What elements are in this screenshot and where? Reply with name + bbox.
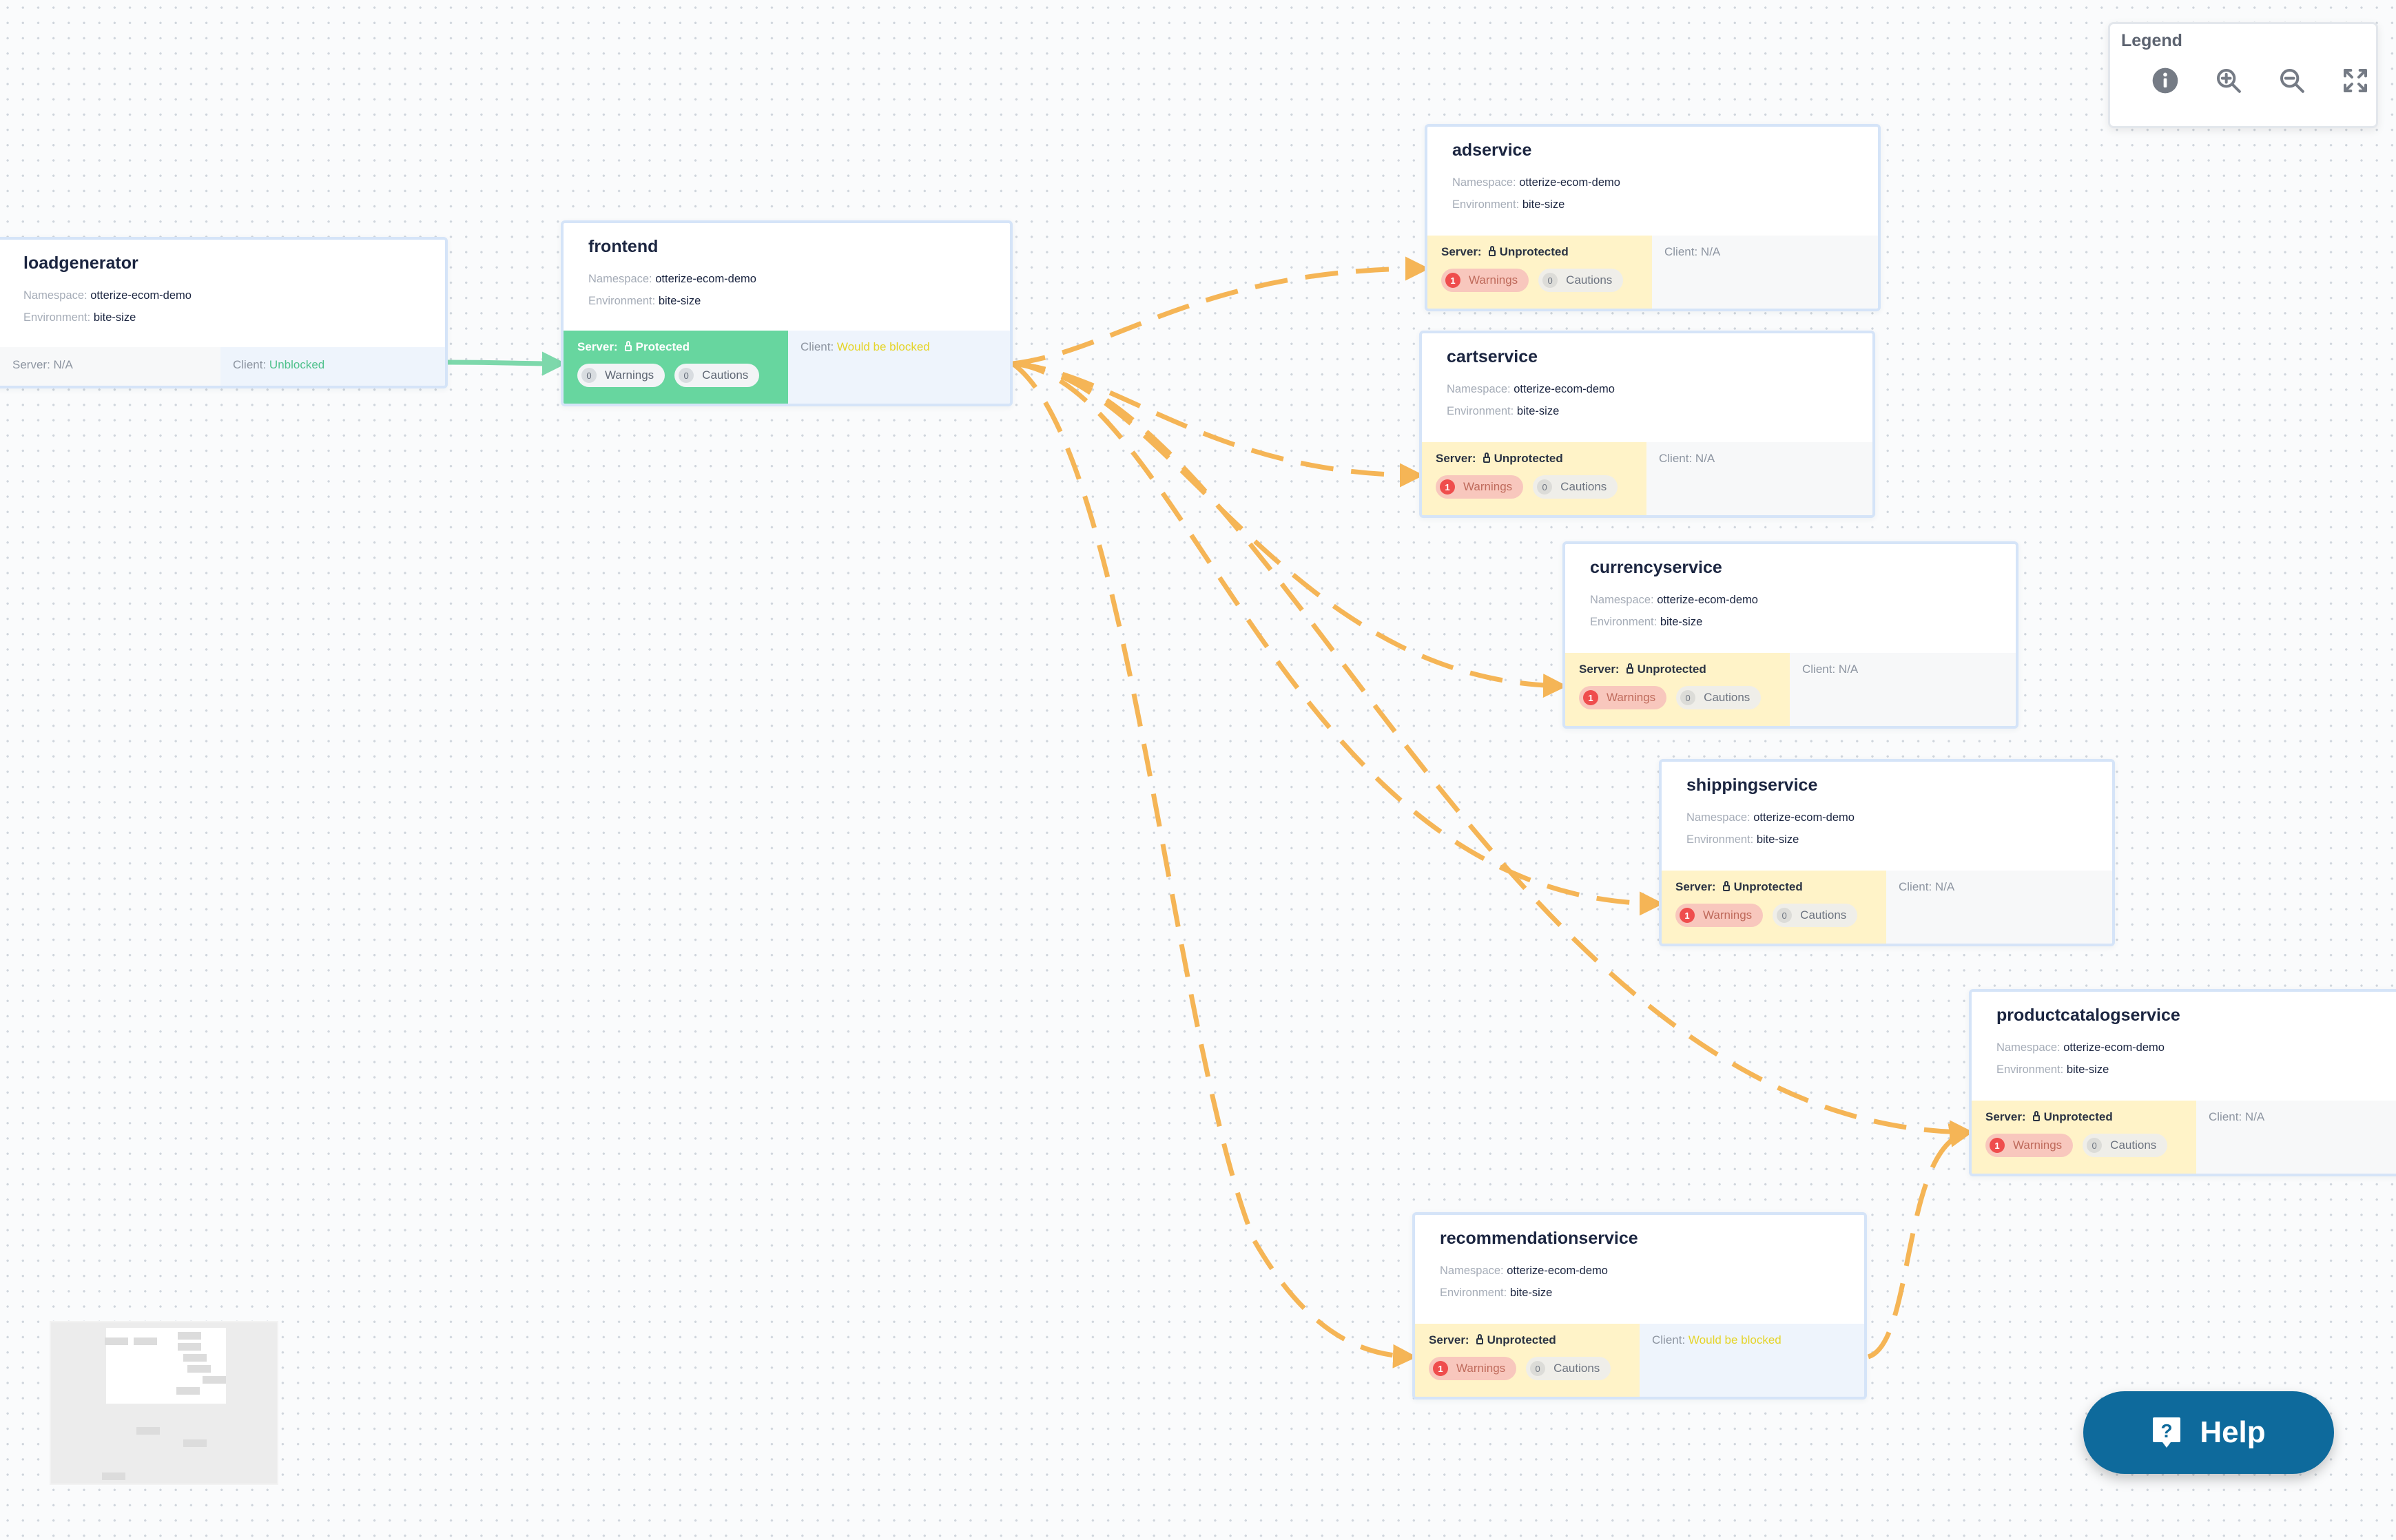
environment-row: Environment: bite-size (1686, 833, 1799, 846)
client-status: Client: N/A (2196, 1101, 2396, 1174)
minimap-node (187, 1365, 211, 1373)
info-icon[interactable] (2149, 64, 2182, 97)
lock-icon (624, 341, 632, 351)
minimap-node (203, 1376, 226, 1384)
zoom-in-icon[interactable] (2212, 64, 2245, 97)
minimap-node (183, 1354, 207, 1362)
edge-frontend-cartservice (1012, 361, 1424, 488)
node-productcatalogservice[interactable]: productcatalogservice Namespace: otteriz… (1969, 989, 2396, 1176)
minimap-node (102, 1473, 125, 1480)
help-label: Help (2200, 1415, 2266, 1449)
node-loadgenerator[interactable]: loadgenerator Namespace: otterize-ecom-d… (0, 237, 448, 388)
lock-icon (1476, 1334, 1483, 1344)
client-status: Client: N/A (1652, 236, 1878, 309)
environment-row: Environment: bite-size (1447, 405, 1560, 417)
node-name: loadgenerator (23, 253, 138, 273)
minimap-node (105, 1338, 128, 1345)
node-name: adservice (1452, 141, 1532, 160)
minimap-node (136, 1427, 160, 1435)
client-status: Client: N/A (1790, 653, 2016, 726)
client-status: Client: Would be blocked (1640, 1324, 1864, 1397)
node-cartservice[interactable]: cartservice Namespace: otterize-ecom-dem… (1419, 331, 1875, 518)
fit-view-icon[interactable] (2339, 64, 2372, 97)
svg-text:?: ? (2161, 1420, 2173, 1442)
minimap-node (183, 1439, 207, 1447)
namespace-row: Namespace: otterize-ecom-demo (1686, 811, 1855, 824)
namespace-row: Namespace: otterize-ecom-demo (1590, 594, 1758, 606)
help-button[interactable]: ? Help (2083, 1391, 2334, 1474)
node-recommendationservice[interactable]: recommendationservice Namespace: otteriz… (1412, 1212, 1867, 1399)
edge-loadgenerator-frontend (446, 351, 566, 376)
namespace-row: Namespace: otterize-ecom-demo (1452, 176, 1620, 189)
server-status: Server: N/A (0, 347, 223, 386)
edge-frontend-adservice (1012, 256, 1429, 366)
minimap-node (134, 1338, 157, 1345)
client-status: Client: Would be blocked (788, 331, 1010, 404)
edge-frontend-productcatalogservice (1012, 361, 1974, 1145)
namespace-row: Namespace: otterize-ecom-demo (1996, 1041, 2165, 1054)
namespace-row: Namespace: otterize-ecom-demo (588, 273, 756, 285)
client-status: Client: N/A (1646, 442, 1872, 515)
environment-row: Environment: bite-size (1996, 1063, 2109, 1076)
edge-frontend-recommendationservice (1011, 362, 1417, 1369)
minimap[interactable] (50, 1321, 278, 1485)
client-status: Client: Unblocked (220, 347, 445, 386)
lock-icon (1722, 881, 1730, 891)
environment-row: Environment: bite-size (23, 311, 136, 324)
edge-recommendationservice-productcatalogservice (1867, 1123, 1974, 1360)
minimap-node (178, 1343, 201, 1351)
namespace-row: Namespace: otterize-ecom-demo (1447, 383, 1615, 395)
legend-title: Legend (2121, 31, 2182, 50)
node-currencyservice[interactable]: currencyservice Namespace: otterize-ecom… (1562, 541, 2018, 729)
minimap-node (178, 1332, 201, 1340)
environment-row: Environment: bite-size (1590, 616, 1703, 628)
node-name: frontend (588, 237, 659, 256)
lock-icon (1488, 246, 1496, 256)
environment-row: Environment: bite-size (1452, 198, 1565, 211)
lock-icon (2032, 1111, 2040, 1121)
legend-panel: Legend (2108, 22, 2378, 128)
help-icon: ? (2153, 1417, 2181, 1448)
node-name: shippingservice (1686, 776, 1818, 795)
node-name: productcatalogservice (1996, 1006, 2180, 1025)
namespace-row: Namespace: otterize-ecom-demo (23, 289, 192, 302)
minimap-node (176, 1387, 200, 1395)
node-adservice[interactable]: adservice Namespace: otterize-ecom-demo … (1425, 124, 1881, 311)
node-name: currencyservice (1590, 558, 1722, 577)
environment-row: Environment: bite-size (1440, 1287, 1553, 1299)
namespace-row: Namespace: otterize-ecom-demo (1440, 1265, 1608, 1277)
node-name: recommendationservice (1440, 1229, 1638, 1248)
environment-row: Environment: bite-size (588, 295, 701, 307)
node-name: cartservice (1447, 347, 1538, 366)
zoom-out-icon[interactable] (2275, 64, 2309, 97)
node-shippingservice[interactable]: shippingservice Namespace: otterize-ecom… (1659, 759, 2115, 946)
node-frontend[interactable]: frontend Namespace: otterize-ecom-demo E… (561, 220, 1013, 406)
lock-icon (1626, 663, 1633, 674)
lock-icon (1483, 452, 1490, 463)
client-status: Client: N/A (1886, 871, 2112, 944)
